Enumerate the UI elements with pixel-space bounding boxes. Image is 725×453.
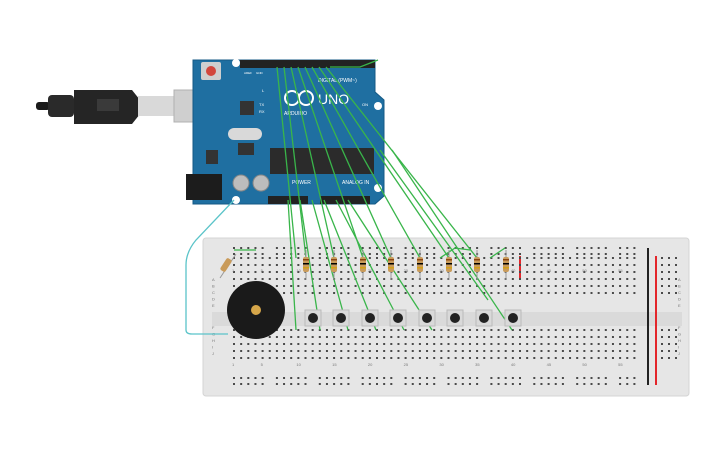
column-number: 55 (618, 268, 623, 273)
row-letter: J (678, 351, 680, 356)
jumper-wire-green[interactable] (283, 66, 307, 259)
column-number: 55 (618, 362, 623, 367)
row-letter: F (678, 325, 681, 330)
resistor[interactable] (417, 250, 423, 280)
resistor[interactable] (360, 250, 366, 280)
row-letter: C (212, 290, 215, 295)
jumper-wire-green[interactable] (297, 66, 364, 259)
arduino-uno-board[interactable]: UNO ARDUINO DIGITAL (PWM~) POWER ANALOG … (186, 59, 385, 205)
column-number: 25 (404, 268, 409, 273)
row-letter: I (678, 345, 679, 350)
pushbuttons[interactable] (304, 309, 522, 327)
piezo-buzzer[interactable] (227, 281, 285, 339)
jumper-wire-green[interactable] (311, 66, 421, 259)
column-number: 25 (404, 362, 409, 367)
row-letter: A (678, 277, 681, 282)
row-letter: F (212, 325, 215, 330)
pushbutton[interactable] (446, 309, 464, 327)
analog-label: ANALOG IN (342, 180, 370, 186)
pushbutton[interactable] (332, 309, 350, 327)
aref-label: AREF (244, 71, 252, 75)
jumper-wire-green[interactable] (379, 149, 489, 301)
row-letter: D (212, 297, 215, 302)
pushbutton[interactable] (304, 309, 322, 327)
resistor[interactable] (446, 250, 452, 280)
row-letter: A (212, 277, 215, 282)
pin-rx-label: RX (259, 109, 265, 114)
row-letter: E (678, 303, 681, 308)
row-letter: B (212, 284, 215, 289)
jumper-wire-green[interactable] (276, 66, 297, 259)
column-number: 5 (261, 362, 264, 367)
pin-tx-label: TX (259, 102, 264, 107)
jumper-wire-green[interactable] (299, 199, 321, 331)
digital-header (240, 60, 375, 68)
board-model: UNO (318, 91, 349, 107)
column-number: 1 (232, 268, 235, 273)
pushbutton[interactable] (389, 309, 407, 327)
resistors[interactable] (219, 250, 509, 280)
column-number: 45 (547, 268, 552, 273)
jumper-wire-green[interactable] (287, 199, 297, 331)
resistor[interactable] (331, 250, 337, 280)
resistor[interactable] (503, 250, 509, 280)
column-number: 35 (475, 362, 480, 367)
board-brand: ARDUINO (284, 111, 307, 117)
jumper-wire-green[interactable] (489, 247, 506, 259)
power-label: POWER (292, 180, 311, 186)
resistor[interactable] (303, 250, 309, 280)
jumper-wire-green[interactable] (304, 66, 392, 259)
pushbutton[interactable] (475, 309, 493, 327)
row-letter: B (678, 284, 681, 289)
row-letter: C (678, 290, 681, 295)
resistor[interactable] (219, 253, 237, 279)
column-number: 10 (296, 362, 301, 367)
column-number: 5 (261, 268, 264, 273)
jumper-wire-green[interactable] (290, 66, 335, 259)
row-letter: I (212, 345, 213, 350)
row-letter: J (212, 351, 214, 356)
wires[interactable] (185, 59, 513, 335)
column-number: 40 (511, 362, 516, 367)
column-number: 50 (582, 362, 587, 367)
pin-l-label: L (262, 88, 265, 93)
column-number: 30 (439, 362, 444, 367)
jumper-wire-green[interactable] (325, 66, 478, 259)
row-letter: E (212, 303, 215, 308)
jumper-wire-green[interactable] (318, 66, 450, 259)
column-number: 20 (368, 362, 373, 367)
column-number: 15 (332, 362, 337, 367)
analog-header (320, 196, 370, 204)
gnd-label: GND (256, 71, 264, 75)
jumper-wire-green[interactable] (335, 199, 405, 331)
usb-cable[interactable] (36, 89, 221, 124)
column-number: 20 (368, 268, 373, 273)
jumper-wire-green[interactable] (323, 199, 377, 331)
row-letter: G (678, 332, 681, 337)
jumper-wire-green[interactable] (311, 199, 349, 331)
resistor[interactable] (388, 250, 394, 280)
power-jack (186, 174, 222, 200)
column-number: 1 (232, 362, 235, 367)
jumper-wire-green[interactable] (439, 247, 471, 259)
column-number: 40 (511, 268, 516, 273)
pushbutton[interactable] (361, 309, 379, 327)
pushbutton[interactable] (418, 309, 436, 327)
resistor[interactable] (474, 250, 480, 280)
column-number: 10 (296, 268, 301, 273)
jumper-wire-green[interactable] (391, 149, 513, 331)
row-letter: D (678, 297, 681, 302)
jumper-wire-cyan[interactable] (185, 199, 235, 335)
row-letter: H (212, 338, 215, 343)
on-label: ON (362, 102, 368, 107)
row-letter: H (678, 338, 681, 343)
column-number: 45 (547, 362, 552, 367)
jumper-wire-green[interactable] (330, 59, 379, 68)
pushbutton[interactable] (504, 309, 522, 327)
column-number: 30 (439, 268, 444, 273)
column-number: 50 (582, 268, 587, 273)
